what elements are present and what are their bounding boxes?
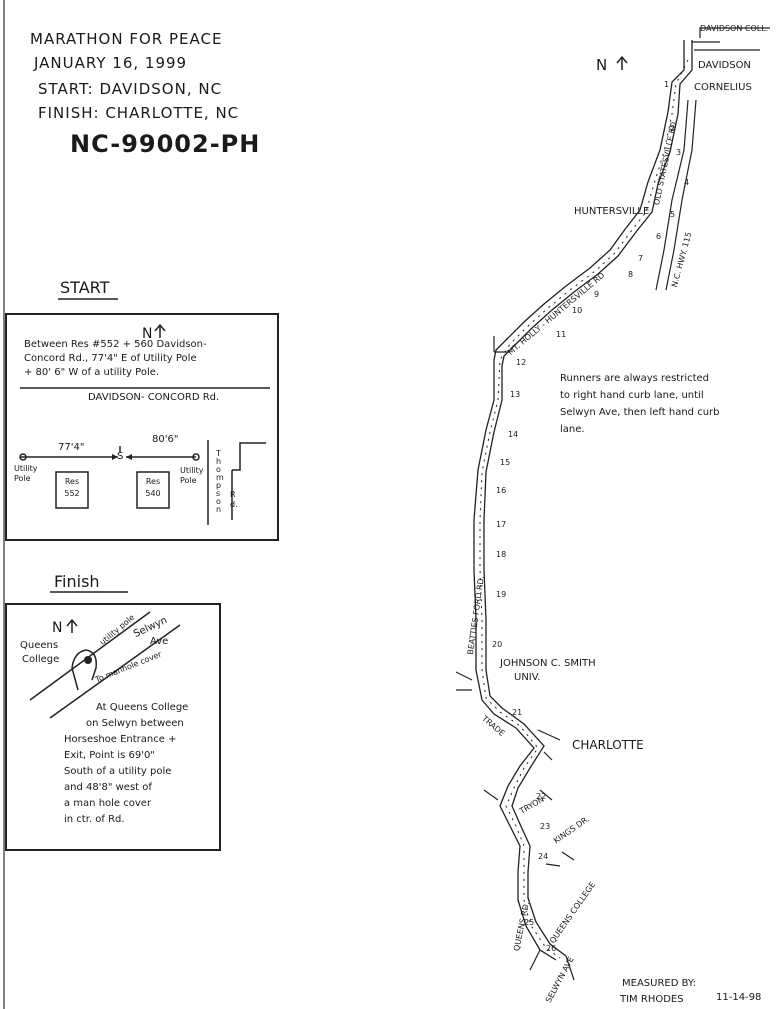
mile-marker: 26 — [546, 944, 557, 953]
mile-marker: 18 — [496, 550, 507, 559]
mile-marker: 7 — [638, 254, 644, 263]
mile-marker: 4 — [684, 178, 690, 187]
mile-marker: 1 — [664, 80, 670, 89]
mile-marker: 2 — [670, 124, 676, 133]
huntersville-label: HUNTERSVILLE — [574, 206, 650, 217]
mile-marker: 6 — [656, 232, 662, 241]
davidson-coll-label: DAVIDSON COLL. — [700, 24, 769, 33]
mile-marker: 25 — [524, 918, 535, 927]
race-title: MARATHON FOR PEACE — [30, 30, 223, 48]
mile-marker: 14 — [508, 430, 519, 439]
start-desc-line2: Concord Rd., 77'4" E of Utility Pole — [24, 353, 197, 364]
start-mark: S — [117, 451, 124, 462]
college-label: College — [22, 654, 60, 665]
mile-marker: 15 — [500, 458, 511, 467]
residence-552: Res 552 — [64, 477, 80, 498]
mile-marker: 22 — [536, 792, 547, 801]
finish-heading: Finish — [54, 572, 100, 591]
start-location: START: DAVIDSON, NC — [38, 80, 223, 98]
residence-540: Res 540 — [145, 477, 161, 498]
lane-restriction-note: Runners are always restricted to right h… — [560, 373, 720, 435]
mile-marker: 13 — [510, 390, 521, 399]
start-north-label: N — [142, 326, 153, 342]
race-date: JANUARY 16, 1999 — [34, 54, 188, 72]
map-north-label: N — [596, 56, 608, 74]
mile-marker: 3 — [676, 148, 682, 157]
mile-marker: 17 — [496, 520, 507, 529]
thompson-rd-suffix: Rd. — [230, 490, 238, 509]
utility-pole-right-label: Utility Pole — [180, 466, 204, 485]
mile-marker: 11 — [556, 330, 567, 339]
finish-north-label: N — [52, 620, 63, 636]
measurer-name: TIM RHODES — [620, 994, 684, 1005]
mile-marker: 9 — [594, 290, 600, 299]
start-dist-left: 77'4" — [58, 442, 85, 453]
start-desc-line3: + 80' 6" W of a utility Pole. — [24, 367, 160, 378]
thompson-road-label: Thompson — [216, 449, 224, 514]
queens-label: Queens — [20, 640, 59, 651]
finish-location: FINISH: CHARLOTTE, NC — [38, 104, 240, 122]
mile-marker: 24 — [538, 852, 549, 861]
mile-marker: 10 — [572, 306, 583, 315]
mile-marker: 19 — [496, 590, 507, 599]
univ-label: UNIV. — [514, 672, 541, 683]
start-desc-line1: Between Res #552 + 560 Davidson- — [24, 339, 207, 350]
mile-marker: 12 — [516, 358, 527, 367]
utility-pole-left-label: Utility Pole — [14, 464, 38, 483]
mile-marker: 16 — [496, 486, 507, 495]
start-road-name: DAVIDSON- CONCORD Rd. — [88, 392, 220, 403]
cornelius-label: CORNELIUS — [694, 82, 752, 93]
mile-marker: 5 — [670, 210, 676, 219]
start-heading: START — [60, 278, 110, 297]
finish-ave-label: Ave — [150, 636, 169, 647]
measured-by-label: MEASURED BY: — [622, 978, 697, 989]
finish-description: At Queens College on Selwyn between Hors… — [64, 702, 189, 825]
charlotte-label: CHARLOTTE — [572, 738, 644, 752]
certification-number: NC-99002-PH — [70, 130, 261, 158]
davidson-label: DAVIDSON — [698, 60, 751, 71]
mile-marker: 8 — [628, 270, 634, 279]
start-dist-right: 80'6" — [152, 434, 179, 445]
measured-date: 11-14-98 — [716, 992, 762, 1003]
mile-marker: 21 — [512, 708, 523, 717]
mile-marker: 20 — [492, 640, 503, 649]
johnson-c-smith-label: JOHNSON C. SMITH — [500, 658, 596, 669]
mile-marker: 23 — [540, 822, 551, 831]
